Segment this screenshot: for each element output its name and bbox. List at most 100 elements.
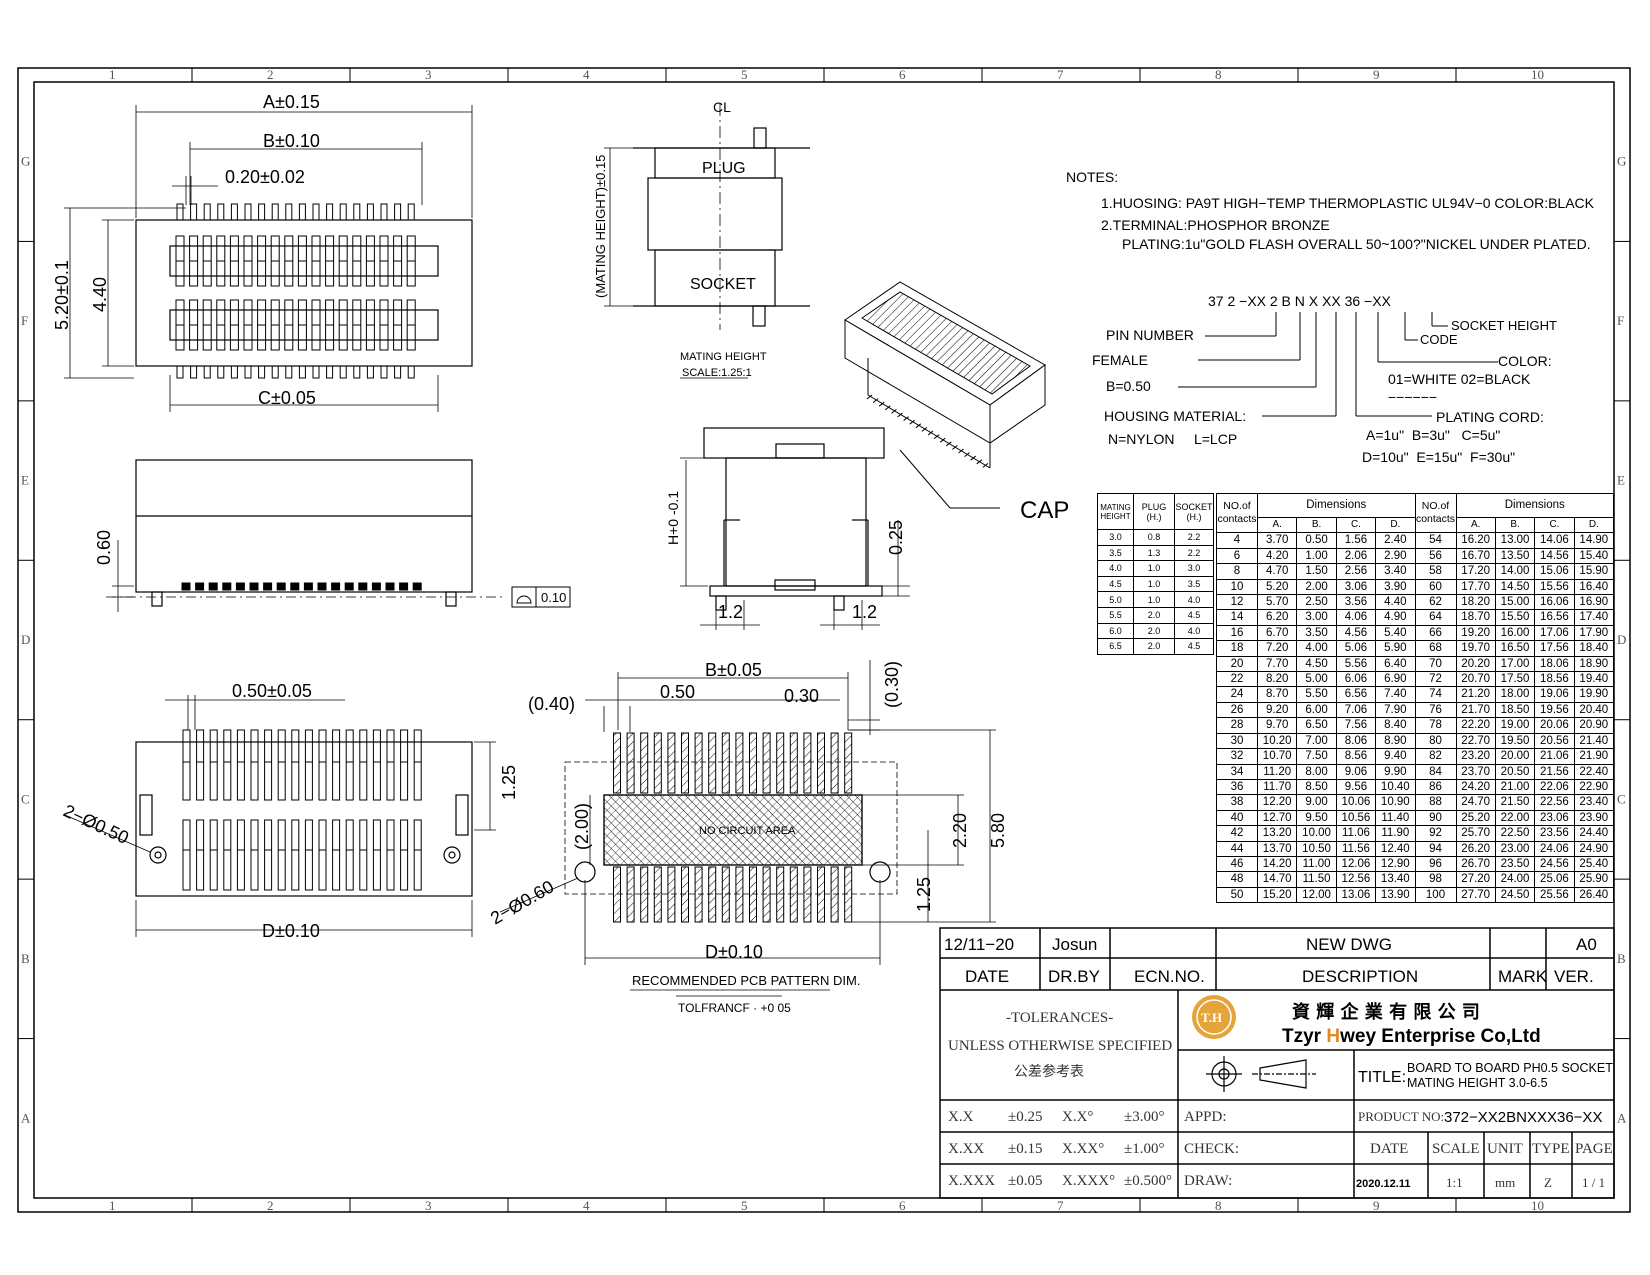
mh-header-socket: SOCKET (H.)	[1174, 493, 1214, 530]
dim-value-cell: 7.20	[1256, 640, 1298, 657]
company-name-en: Tzyr Hwey Enterprise Co,Ltd	[1282, 1026, 1541, 1047]
title-line-2: MATING HEIGHT 3.0-6.5	[1407, 1076, 1548, 1090]
dim-value-cell: 8.20	[1256, 671, 1298, 688]
dim-value-cell: 24.90	[1573, 840, 1615, 857]
dim-value-cell: 3.50	[1296, 624, 1337, 642]
dim-value-cell: 8.06	[1335, 732, 1377, 750]
pcb-b-dim: B±0.05	[705, 660, 762, 680]
header-ecn: ECN.NO.	[1134, 967, 1205, 986]
mating-cell: 5.0	[1097, 591, 1134, 608]
dim-value-cell: 10.20	[1256, 732, 1298, 750]
dim-value-cell: 5.50	[1296, 686, 1337, 703]
female-label: FEMALE	[1092, 352, 1148, 368]
dim-value-cell: 11.40	[1375, 809, 1416, 827]
pcb-d-dim: D±0.10	[705, 942, 763, 962]
mating-cell: 0.8	[1133, 529, 1175, 546]
dim-value-cell: 10.56	[1335, 809, 1377, 827]
product-no: 372−XX2BNXXX36−XX	[1444, 1109, 1602, 1126]
zone-col-label: 2	[267, 1198, 274, 1213]
zone-col-label: 10	[1531, 1198, 1544, 1213]
dim-contacts-cell: 68	[1414, 640, 1457, 657]
dim-contacts-cell: 6	[1216, 547, 1258, 565]
dim-value-cell: 9.50	[1296, 809, 1337, 827]
zone-col-label: 7	[1057, 1198, 1064, 1213]
tolerance-cell: ±0.15	[1008, 1141, 1042, 1157]
dim-value-cell: 15.56	[1534, 578, 1575, 596]
dim-contacts-cell: 64	[1414, 609, 1457, 626]
dim-value-cell: 20.06	[1534, 717, 1575, 734]
dim-contacts-header-left: NO.of contacts	[1216, 492, 1258, 534]
dim-value-cell: 4.56	[1335, 624, 1377, 642]
note-1: 1.HUOSING: PA9T HIGH−TEMP THERMOPLASTIC …	[1101, 195, 1595, 211]
header-version: VER.	[1554, 967, 1594, 986]
dim-value-cell: 22.20	[1455, 717, 1496, 734]
dim-value-cell: 9.90	[1375, 763, 1416, 780]
dim-value-cell: 27.70	[1455, 886, 1496, 904]
dim-value-cell: 25.06	[1534, 871, 1575, 888]
dim-value-cell: 2.56	[1335, 563, 1377, 580]
tolerance-cell: X.X°	[1062, 1109, 1093, 1125]
mating-cell: 2.2	[1174, 529, 1214, 546]
bottom-d-dim: D±0.10	[262, 921, 320, 941]
dim-value-cell: 17.56	[1534, 640, 1575, 657]
dim-value-cell: 22.70	[1455, 732, 1496, 750]
dim-contacts-cell: 94	[1414, 840, 1457, 857]
zone-row-label: B	[1617, 951, 1626, 966]
val-unit: mm	[1495, 1175, 1515, 1190]
dim-value-cell: 1.00	[1296, 547, 1337, 565]
zone-row-label: B	[21, 951, 30, 966]
dim-value-cell: 13.40	[1375, 871, 1416, 888]
dim-value-cell: 7.70	[1256, 655, 1298, 673]
dim-value-cell: 18.90	[1573, 655, 1615, 673]
dim-value-cell: 18.56	[1534, 671, 1575, 688]
dim-value-cell: 17.50	[1494, 671, 1536, 688]
dim-contacts-cell: 88	[1414, 794, 1457, 811]
dim-value-cell: 25.20	[1455, 809, 1496, 827]
dim-value-cell: 25.70	[1455, 825, 1496, 842]
dim-value-cell: 9.00	[1296, 794, 1337, 811]
dim-contacts-cell: 24	[1216, 686, 1258, 703]
mating-cell: 4.5	[1097, 575, 1134, 593]
dim-col-header: D.	[1375, 516, 1416, 534]
zone-row-label: F	[21, 313, 28, 328]
zone-row-label: G	[21, 154, 30, 169]
svg-text:T.H: T.H	[1201, 1010, 1222, 1025]
dim-value-cell: 17.00	[1494, 655, 1536, 673]
dim-value-cell: 6.50	[1296, 717, 1337, 734]
dim-value-cell: 15.06	[1534, 563, 1575, 580]
zone-col-label: 1	[109, 67, 116, 82]
pcb-inner-dim: (2.00)	[572, 803, 592, 850]
dim-value-cell: 16.06	[1534, 594, 1575, 611]
zone-col-label: 9	[1373, 67, 1380, 82]
dim-col-header: A.	[1455, 516, 1496, 534]
tolerance-cell: ±1.00°	[1124, 1141, 1164, 1157]
mating-cell: 1.3	[1133, 544, 1175, 562]
mating-cell: 4.0	[1097, 560, 1134, 577]
dim-value-cell: 26.40	[1573, 886, 1615, 904]
dim-value-cell: 24.20	[1455, 778, 1496, 796]
mating-cell: 3.5	[1174, 575, 1214, 593]
dim-value-cell: 21.06	[1534, 748, 1575, 765]
dim-value-cell: 16.00	[1494, 624, 1536, 642]
dim-value-cell: 13.90	[1375, 886, 1416, 904]
dim-contacts-cell: 28	[1216, 717, 1258, 734]
dim-value-cell: 16.90	[1573, 594, 1615, 611]
title-label: TITLE:	[1358, 1069, 1406, 1086]
cap-label: CAP	[1020, 497, 1069, 524]
dim-col-header: A.	[1256, 516, 1298, 534]
dim-value-cell: 26.20	[1455, 840, 1496, 857]
dim-value-cell: 15.40	[1573, 547, 1615, 565]
dim-value-cell: 16.40	[1573, 578, 1615, 596]
dim-value-cell: 4.00	[1296, 640, 1337, 657]
dim-value-cell: 7.40	[1375, 686, 1416, 703]
note-2: 2.TERMINAL:PHOSPHOR BRONZE	[1101, 217, 1330, 233]
dimension-table: NO.of contacts Dimensions NO.of contacts…	[1216, 492, 1615, 904]
